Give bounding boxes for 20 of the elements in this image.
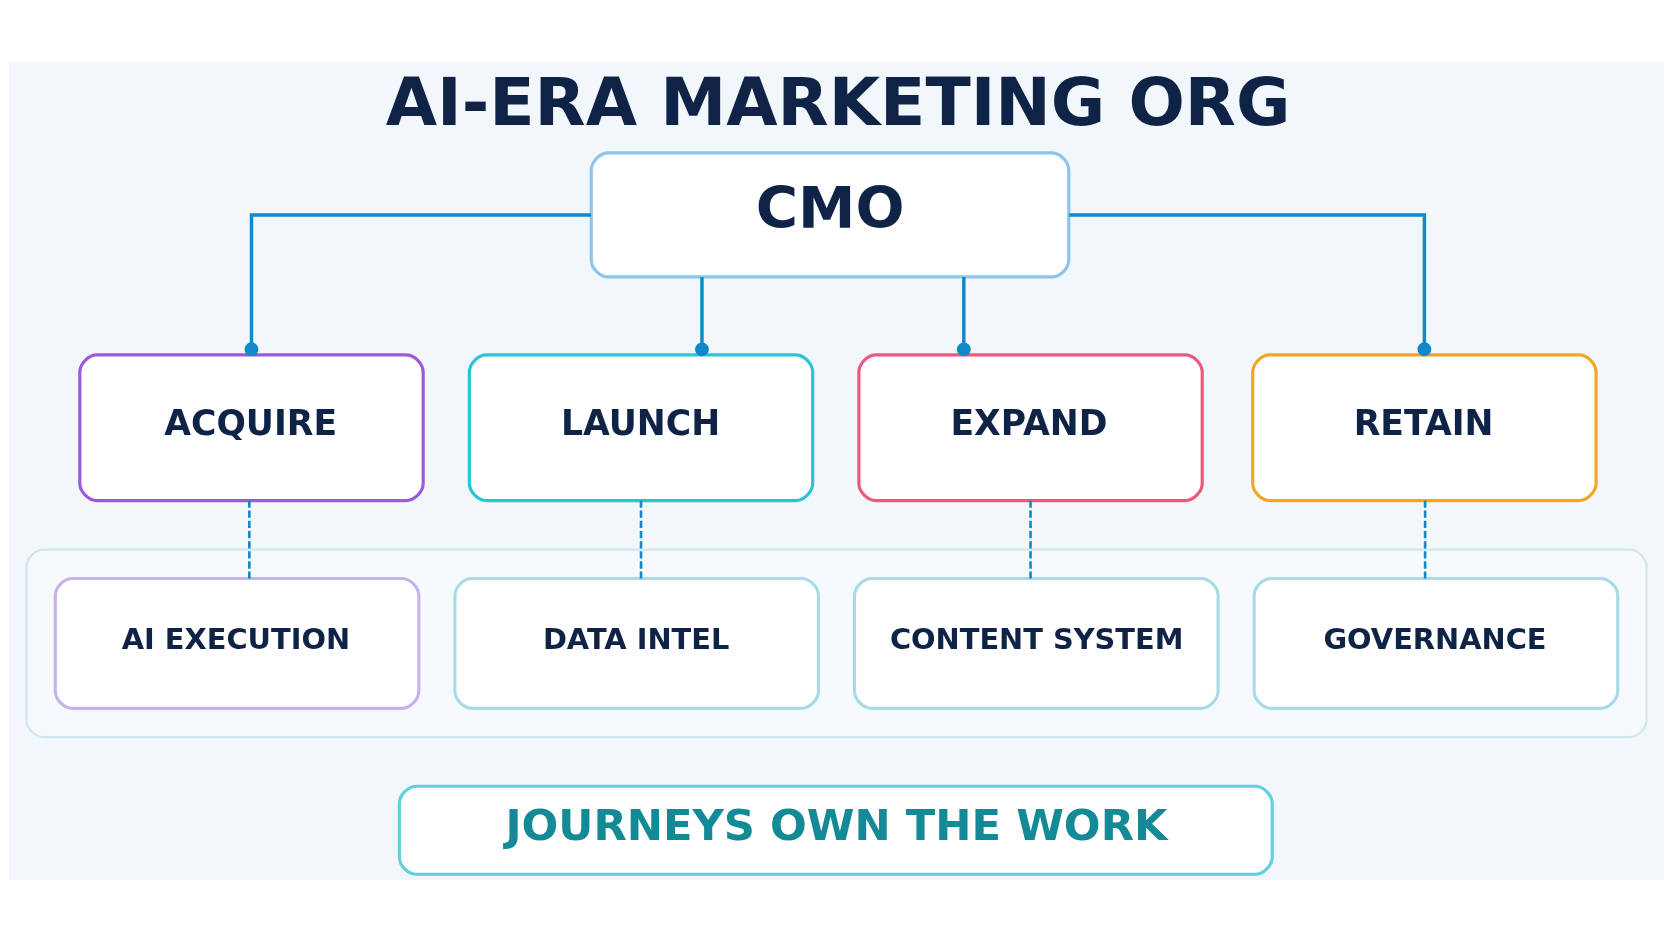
node-box: CONTENT SYSTEM <box>852 576 1220 710</box>
connector <box>694 276 709 356</box>
node-box: RETAIN <box>1250 352 1598 502</box>
connector <box>247 500 251 578</box>
node-box: LAUNCH <box>467 352 814 502</box>
connector <box>1028 500 1032 578</box>
node-box: AI EXECUTION <box>53 576 420 710</box>
connector <box>956 276 971 356</box>
cluster <box>24 548 1648 738</box>
connector <box>1423 500 1426 578</box>
diagram-title: AI-ERA MARKETING ORG <box>385 62 1290 141</box>
node-box: DATA INTEL <box>452 576 820 710</box>
node-box: GOVERNANCE <box>1252 576 1619 710</box>
node-box: EXPAND <box>856 352 1204 502</box>
node-box: ACQUIRE <box>77 352 425 502</box>
node-box: CMO <box>589 150 1070 279</box>
connector <box>639 500 642 578</box>
node-box: JOURNEYS OWN THE WORK <box>397 784 1274 876</box>
connector <box>1068 212 1431 356</box>
connector <box>244 212 591 356</box>
